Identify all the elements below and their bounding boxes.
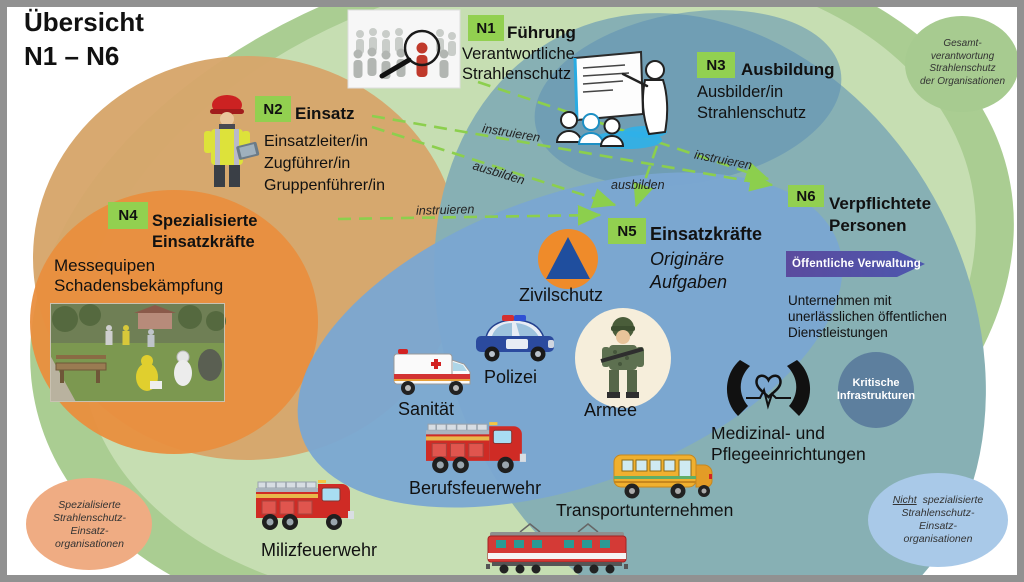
n4-line1: Messequipen (54, 256, 156, 275)
spez-line3: Einsatz- (70, 525, 109, 537)
nicht-line4: organisationen (903, 533, 973, 545)
n5-badge: N5 (608, 218, 646, 244)
arrow-n3-ausbilden-n5 (633, 145, 659, 208)
banner-label: Öffentliche Verwaltung (792, 258, 922, 270)
magnifier-icon (403, 29, 441, 67)
gesamtverantwortung-bubble-text: Gesamt- verantwortung Strahlenschutz der… (905, 38, 1020, 88)
school-bus-icon (613, 454, 713, 499)
soldier-icon (575, 308, 671, 408)
n2-title: Einsatz (295, 104, 355, 123)
nicht-line3: Einsatz- (919, 520, 957, 532)
ambulance-icon (393, 349, 471, 395)
label-ausbilden-2: ausbilden (611, 178, 665, 192)
gesamt-line1: Gesamt- (943, 38, 982, 49)
n1-line2: Strahlenschutz (462, 65, 572, 83)
n3-badge: N3 (697, 52, 735, 78)
label-milizfeuerwehr: Milizfeuerwehr (261, 540, 378, 560)
n5-sub-line1: Originäre (650, 249, 725, 269)
care-hands-heart-icon (726, 360, 811, 416)
kritische-line1: Kritische (852, 377, 900, 389)
kritische-line2: Infrastrukturen (836, 390, 916, 402)
n2-line3: Gruppenführer/in (264, 177, 385, 194)
arrow-n2-ausbilden-n5 (371, 125, 617, 209)
n1-line1: Verantwortliche (462, 45, 575, 63)
label-zivilschutz: Zivilschutz (519, 285, 604, 305)
locomotive-icon (486, 523, 628, 574)
label-instruieren-2: instruieren (415, 202, 475, 218)
gesamt-line3: Strahlenschutz (929, 63, 996, 74)
n5-sub-line2: Aufgaben (650, 272, 728, 292)
nicht-line1: Nicht spezialisierte (868, 494, 1008, 507)
n2-line1: Einsatzleiter/in (264, 133, 369, 150)
relation-arrows (337, 80, 774, 226)
spez-line1: Spezialisierte (58, 499, 121, 511)
nicht-spezialisierte-bubble-text: Nicht spezialisierte Strahlenschutz- Ein… (868, 494, 1008, 546)
n6-unternehmen-line1: Unternehmen mit (788, 293, 892, 308)
spez-line2: Strahlenschutz- (53, 512, 126, 524)
label-polizei: Polizei (484, 367, 538, 387)
arrow-n1-instruieren-n6 (477, 80, 770, 182)
crowd-magnifier-icon (347, 9, 461, 89)
police-car-icon (476, 315, 554, 362)
bubble-nicht-spezialisierte-orgs (868, 473, 1008, 567)
n6-unternehmen-line2: unerlässlichen öffentlichen (788, 309, 947, 324)
arrow-n4-instruieren-n5 (337, 204, 602, 226)
firefighter-leader-icon (204, 95, 260, 187)
zivilschutz-icon (538, 229, 598, 289)
n1-title: Führung (507, 23, 576, 42)
n3-line2: Strahlenschutz (697, 104, 807, 122)
nicht-word-underlined: Nicht (892, 494, 917, 506)
arrow-n2-instruieren-n6 (371, 114, 774, 192)
n4-line2: Schadensbekämpfung (54, 276, 224, 295)
bubble-gesamtverantwortung (905, 16, 1019, 112)
gesamt-line2: verantwortung (930, 50, 995, 62)
gesamt-line4: der Organisationen (919, 75, 1006, 87)
kritische-infrastrukturen-label: Kritische Infrastrukturen (836, 377, 916, 403)
n1-badge: N1 (468, 15, 504, 41)
n5-title: Einsatzkräfte (650, 224, 763, 244)
circle-kritische-infrastrukturen (838, 352, 914, 428)
label-armee: Armee (584, 400, 638, 420)
n4-title-line2: Einsatzkräfte (152, 233, 255, 251)
label-medizinal-line1: Medizinal- und (711, 423, 825, 443)
nicht-word-rest: spezialisierte (922, 494, 984, 506)
banner-oeffentliche-verwaltung (786, 251, 925, 277)
n4-badge: N4 (108, 202, 148, 229)
label-medizinal-line2: Pflegeeinrichtungen (711, 444, 866, 464)
page-title-line2: N1 – N6 (24, 41, 120, 71)
n6-badge: N6 (788, 185, 824, 207)
spezialisierte-bubble-text: Spezialisierte Strahlenschutz- Einsatz- … (27, 499, 152, 551)
label-transportunternehmen: Transportunternehmen (556, 500, 734, 520)
spez-line4: organisationen (55, 538, 124, 550)
n2-badge: N2 (255, 96, 291, 122)
n6-unternehmen-line3: Dienstleistungen (788, 325, 888, 340)
page-title-line1: Übersicht (24, 7, 144, 37)
n3-title: Ausbildung (741, 60, 835, 79)
hazmat-exercise-photo (50, 303, 226, 402)
n6-title-line1: Verpflichtete (829, 194, 932, 213)
n3-line1: Ausbilder/in (697, 83, 784, 101)
label-sanitaet: Sanität (398, 399, 455, 419)
nicht-line2: Strahlenschutz- (901, 507, 975, 519)
highlighted-person (416, 42, 428, 77)
n6-title-line2: Personen (829, 216, 907, 235)
n2-line2: Zugführer/in (264, 155, 351, 172)
label-berufsfeuerwehr: Berufsfeuerwehr (409, 478, 542, 498)
n4-title-line1: Spezialisierte (152, 212, 258, 230)
bubble-spezialisierte-orgs (26, 478, 152, 570)
trainer-presentation-icon (555, 50, 669, 149)
